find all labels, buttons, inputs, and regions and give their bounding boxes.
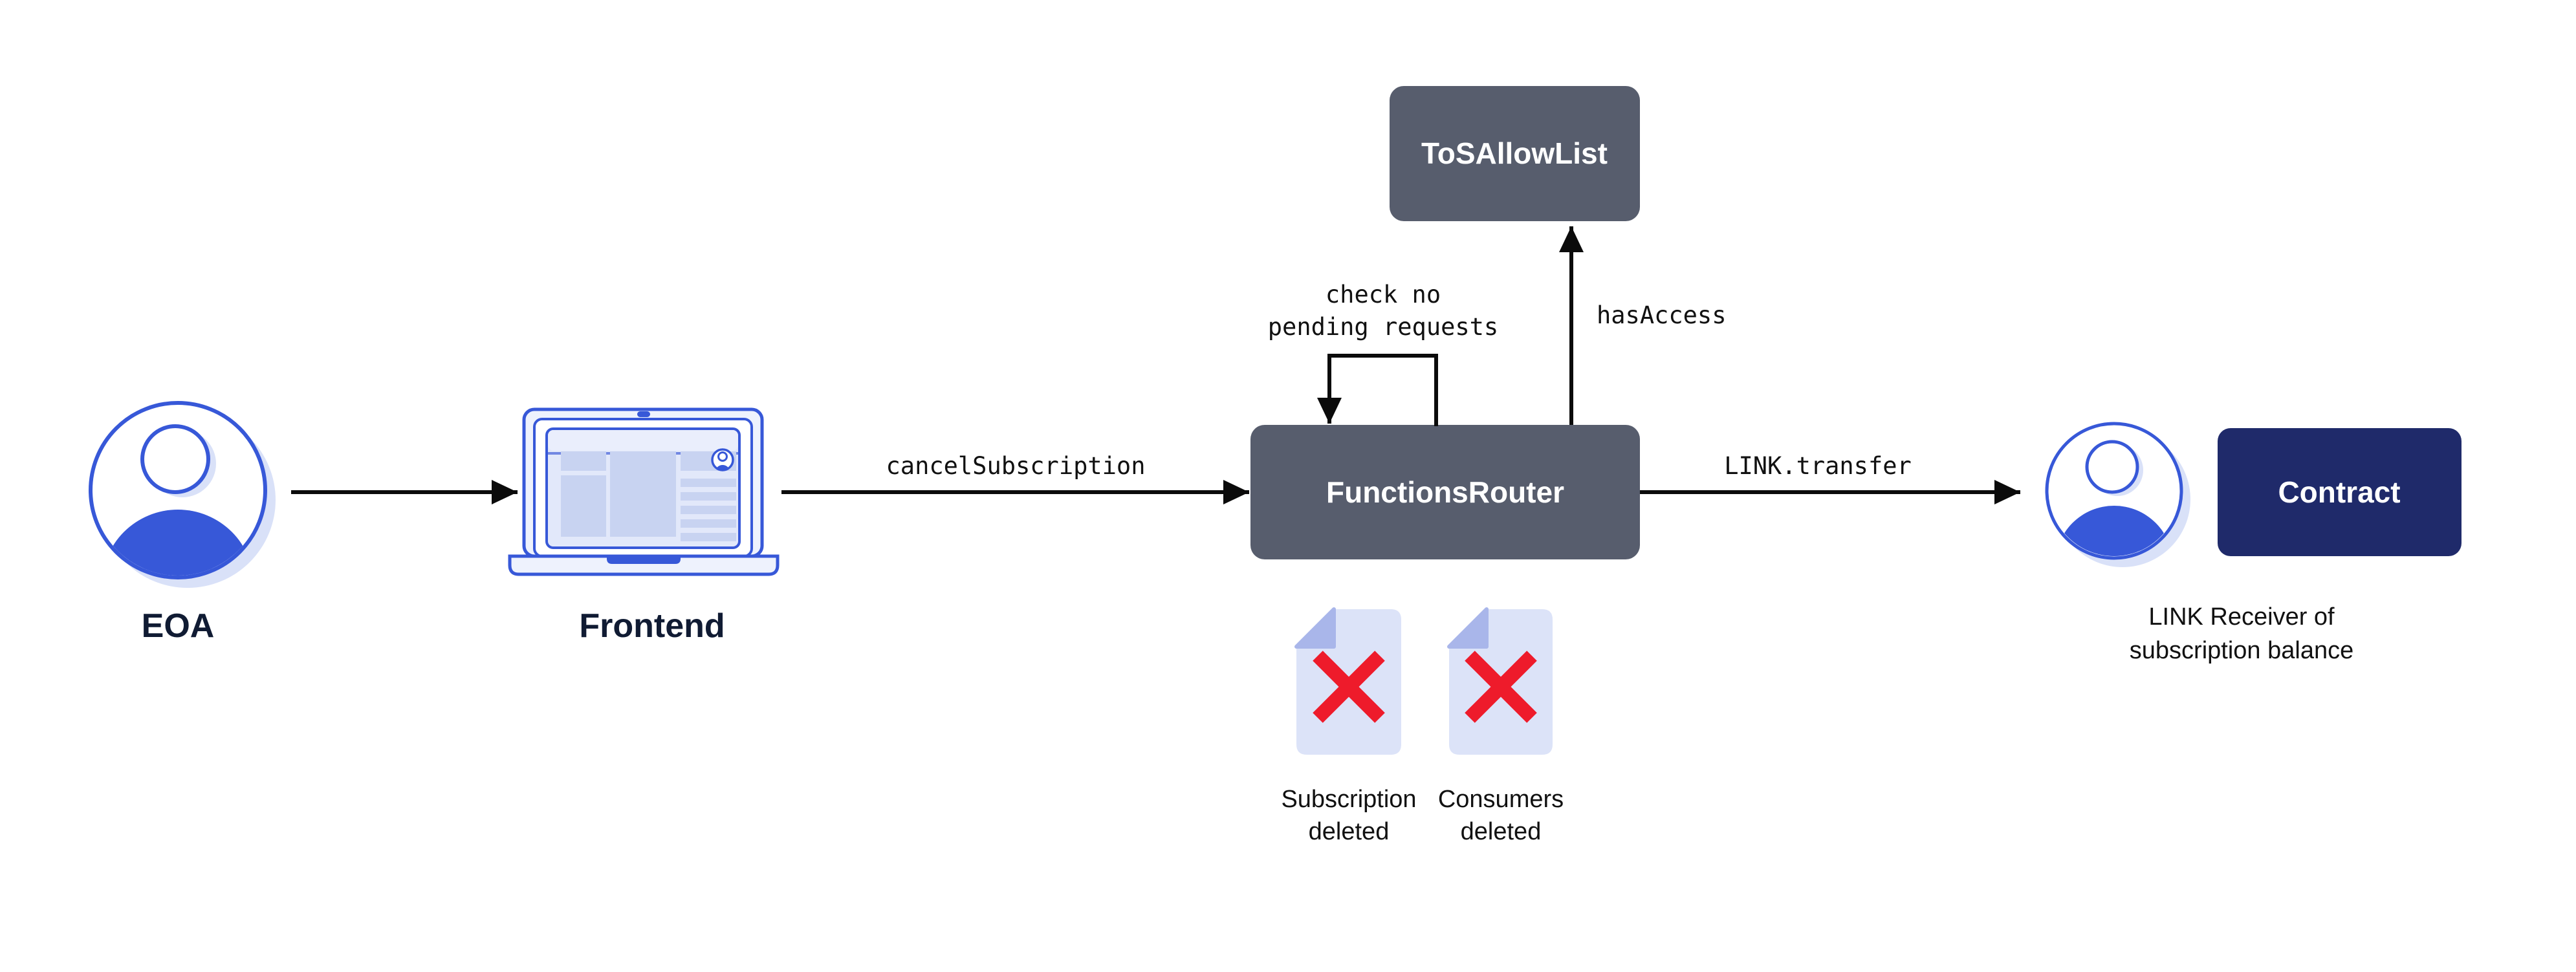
red-x-icon [1465,651,1537,723]
consumers-deleted-caption-line1: Consumers [1438,786,1564,813]
receiver-icon-torso [2055,506,2173,556]
laptop-webcam [637,411,650,417]
browser-header-bar [548,430,738,451]
laptop-base [508,554,780,576]
eoa-person-icon [89,401,276,588]
subscription-deleted-document-x-icon [1294,607,1401,755]
frontend-laptop-icon [508,407,780,576]
tos-allow-list-label: ToSAllowList [1421,136,1608,170]
browser-sidebar-panel [561,475,606,537]
laptop-base-notch [607,556,681,564]
has-access-edge-label: hasAccess [1597,301,1726,329]
browser-text-line [681,479,736,487]
functions-router-box [1250,425,1640,559]
consumers-deleted-document-x-icon [1447,607,1553,755]
browser-main-content-block [610,451,676,537]
consumers-deleted-caption-line2: deleted [1461,818,1542,845]
receiver-caption-line2: subscription balance [2130,637,2353,664]
document-folded-corner [1447,607,1489,649]
contract-box [2218,428,2461,556]
eoa-icon-torso [102,510,254,576]
contract-label: Contract [2278,475,2400,509]
browser-text-line [681,519,736,528]
frontend-label: Frontend [579,607,725,645]
subscription-deleted-caption-line2: deleted [1309,818,1390,845]
red-x-icon [1313,651,1385,723]
receiver-icon-head [2085,440,2139,494]
subscription-deleted-caption-line1: Subscription [1281,786,1416,813]
check-pending-label-line2: pending requests [1268,313,1498,341]
receiver-caption-line1: LINK Receiver of [2148,603,2335,631]
tos-allow-list-box [1390,86,1640,221]
link-receiver-person-icon [2045,422,2190,567]
browser-text-line [681,506,736,514]
cancel-subscription-edge-label: cancelSubscription [886,452,1146,480]
eoa-label: EOA [142,607,215,645]
eoa-icon-head [140,424,210,494]
browser-avatar-icon [711,448,734,471]
browser-sidebar-block [561,451,606,471]
link-transfer-edge-label: LINK.transfer [1724,452,1912,480]
browser-text-line [681,492,736,501]
check-pending-label-line1: check no [1326,281,1441,308]
functions-router-label: FunctionsRouter [1326,475,1564,509]
self-loop-check-pending-arrow [1317,354,1438,426]
document-folded-corner [1294,607,1336,649]
browser-text-line [681,533,736,541]
